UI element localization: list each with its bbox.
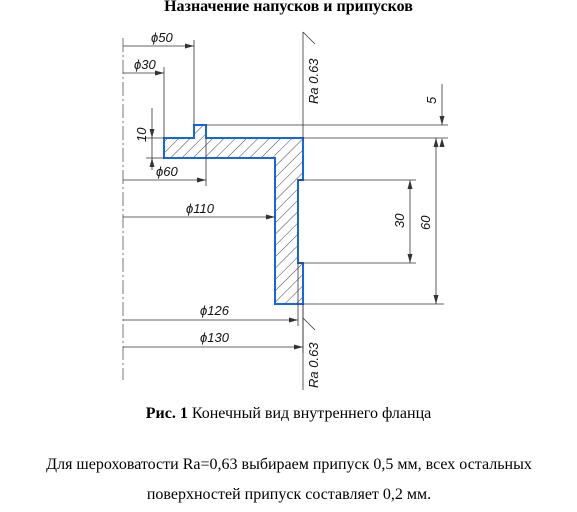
figure-caption-label: Рис. 1	[145, 405, 188, 422]
paragraph-line-1: Для шероховатости Ra=0,63 выбираем припу…	[46, 456, 532, 473]
dimension-lines	[123, 31, 448, 390]
dim-phi130-label: ϕ130	[200, 330, 230, 345]
flange-drawing: ϕ50 ϕ30 ϕ60 ϕ110 ϕ126 ϕ130 10 5 30 60 Ra…	[122, 30, 448, 390]
dim-phi50-label: ϕ50	[151, 30, 173, 45]
roughness-top-label: Ra 0.63	[306, 58, 321, 104]
dim-phi60-label: ϕ60	[156, 164, 178, 179]
dim-phi110-label: ϕ110	[186, 201, 215, 216]
figure-caption: Рис. 1 Конечный вид внутреннего фланца	[0, 405, 577, 423]
dim-height10-label: 10	[134, 127, 149, 142]
paragraph: Для шероховатости Ra=0,63 выбираем припу…	[14, 450, 564, 510]
section-hatch	[164, 125, 303, 304]
dim-height5-label: 5	[424, 96, 439, 104]
dim-height60-label: 60	[418, 215, 433, 230]
dimension-arrows	[149, 43, 445, 350]
figure-caption-text: Конечный вид внутреннего фланца	[187, 405, 432, 422]
dim-phi30-label: ϕ30	[134, 57, 156, 72]
dim-phi126-label: ϕ126	[200, 303, 230, 318]
roughness-bottom-label: Ra 0.63	[306, 342, 321, 388]
paragraph-line-2: поверхностей припуск составляет 0,2 мм.	[146, 486, 432, 503]
dim-height30-label: 30	[392, 213, 407, 228]
page-title: Назначение напусков и припусков	[164, 0, 413, 15]
